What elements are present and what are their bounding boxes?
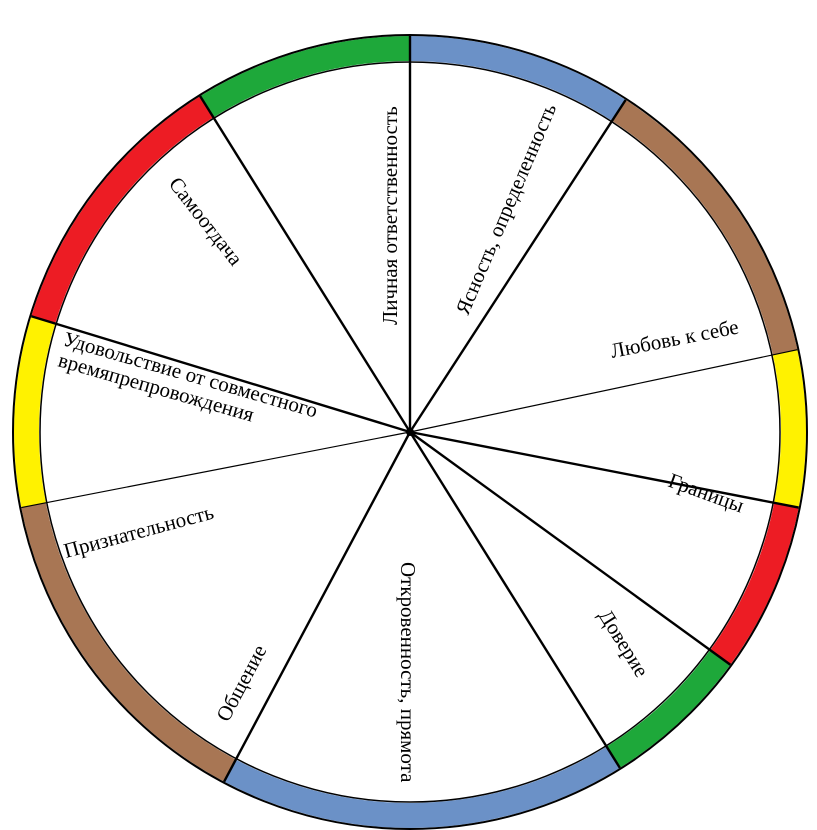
- label-communication: Общение: [211, 641, 271, 726]
- label-self-love: Любовь к себе: [608, 315, 740, 363]
- sector-divider: [223, 431, 412, 783]
- sector-divider: [199, 95, 412, 433]
- ring-outer-edge: [12, 34, 808, 830]
- label-personal-responsibility: Личная ответственность: [378, 106, 402, 325]
- sector-divider: [408, 99, 627, 433]
- ring-segment-openness: [224, 746, 620, 829]
- sector-divider: [408, 431, 621, 769]
- ring-segment-clarity: [612, 99, 798, 355]
- label-trust: Доверие: [594, 605, 654, 681]
- label-openness: Откровенность, прямота: [396, 562, 420, 783]
- sector-divider: [30, 315, 411, 434]
- ring-segment-trust: [606, 650, 731, 768]
- label-boundaries: Границы: [665, 468, 747, 517]
- color-ring: [14, 35, 806, 829]
- sector-divider: [409, 430, 799, 509]
- sector-divider: [409, 431, 732, 666]
- sector-labels: Личная ответственность Ясность, определе…: [56, 100, 748, 783]
- label-gratitude: Признательность: [61, 500, 216, 563]
- ring-segment-self-giving: [200, 35, 410, 118]
- ring-segment-communication: [21, 502, 236, 782]
- center-point: [406, 428, 414, 436]
- sector-divider: [21, 431, 411, 509]
- ring-segment-gratitude: [14, 316, 56, 508]
- ring-segment-self-love: [772, 349, 806, 508]
- sector-dividers: [21, 36, 799, 783]
- sector-divider: [409, 349, 798, 433]
- ring-segment-enjoyment: [31, 96, 214, 324]
- ring-segment-boundaries: [710, 502, 799, 665]
- ring-segment-personal-responsibility: [410, 36, 626, 121]
- label-self-giving: Самоотдача: [164, 172, 248, 270]
